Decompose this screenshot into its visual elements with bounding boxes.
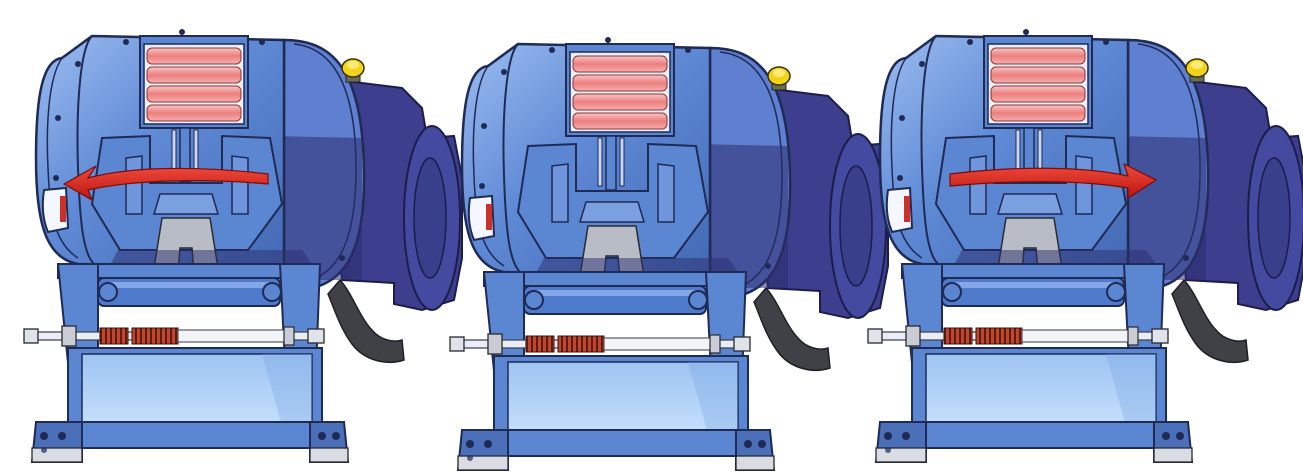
rotation-arrow-right-icon [949,162,1158,200]
machine-panel-left [22,27,464,464]
machine-panel-right [866,27,1303,464]
machine-panel-center [448,35,890,472]
rotation-arrow-left-icon [62,165,269,202]
